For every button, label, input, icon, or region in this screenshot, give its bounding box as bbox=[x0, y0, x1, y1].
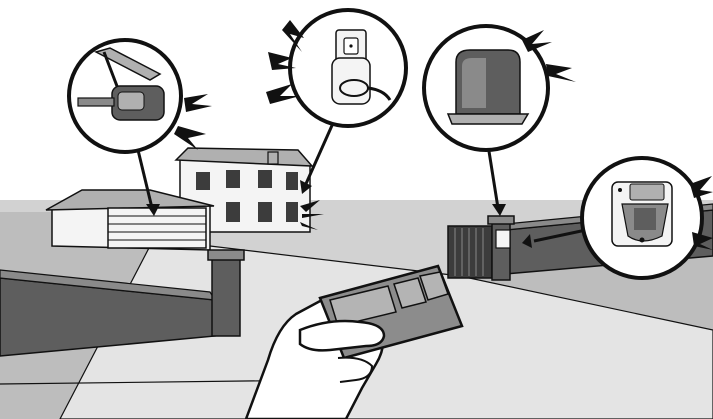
garage-door bbox=[108, 208, 206, 248]
house-window bbox=[226, 202, 240, 222]
gate-operator-icon bbox=[448, 50, 528, 124]
lit-window bbox=[286, 202, 298, 222]
gate-pillar bbox=[212, 258, 240, 336]
house-window bbox=[258, 170, 272, 188]
garage bbox=[46, 190, 214, 250]
callout-plug-in-module bbox=[266, 10, 406, 126]
gate-operator-unit bbox=[496, 230, 510, 248]
house-window bbox=[286, 172, 298, 190]
callout-gate-operator bbox=[424, 26, 576, 150]
keypad-icon bbox=[612, 182, 672, 246]
driveway-gate bbox=[448, 216, 514, 280]
house-window bbox=[258, 202, 272, 222]
house-window bbox=[196, 172, 210, 190]
thumb bbox=[300, 321, 384, 350]
callout-garage-opener bbox=[69, 40, 212, 152]
house-window bbox=[226, 170, 240, 188]
